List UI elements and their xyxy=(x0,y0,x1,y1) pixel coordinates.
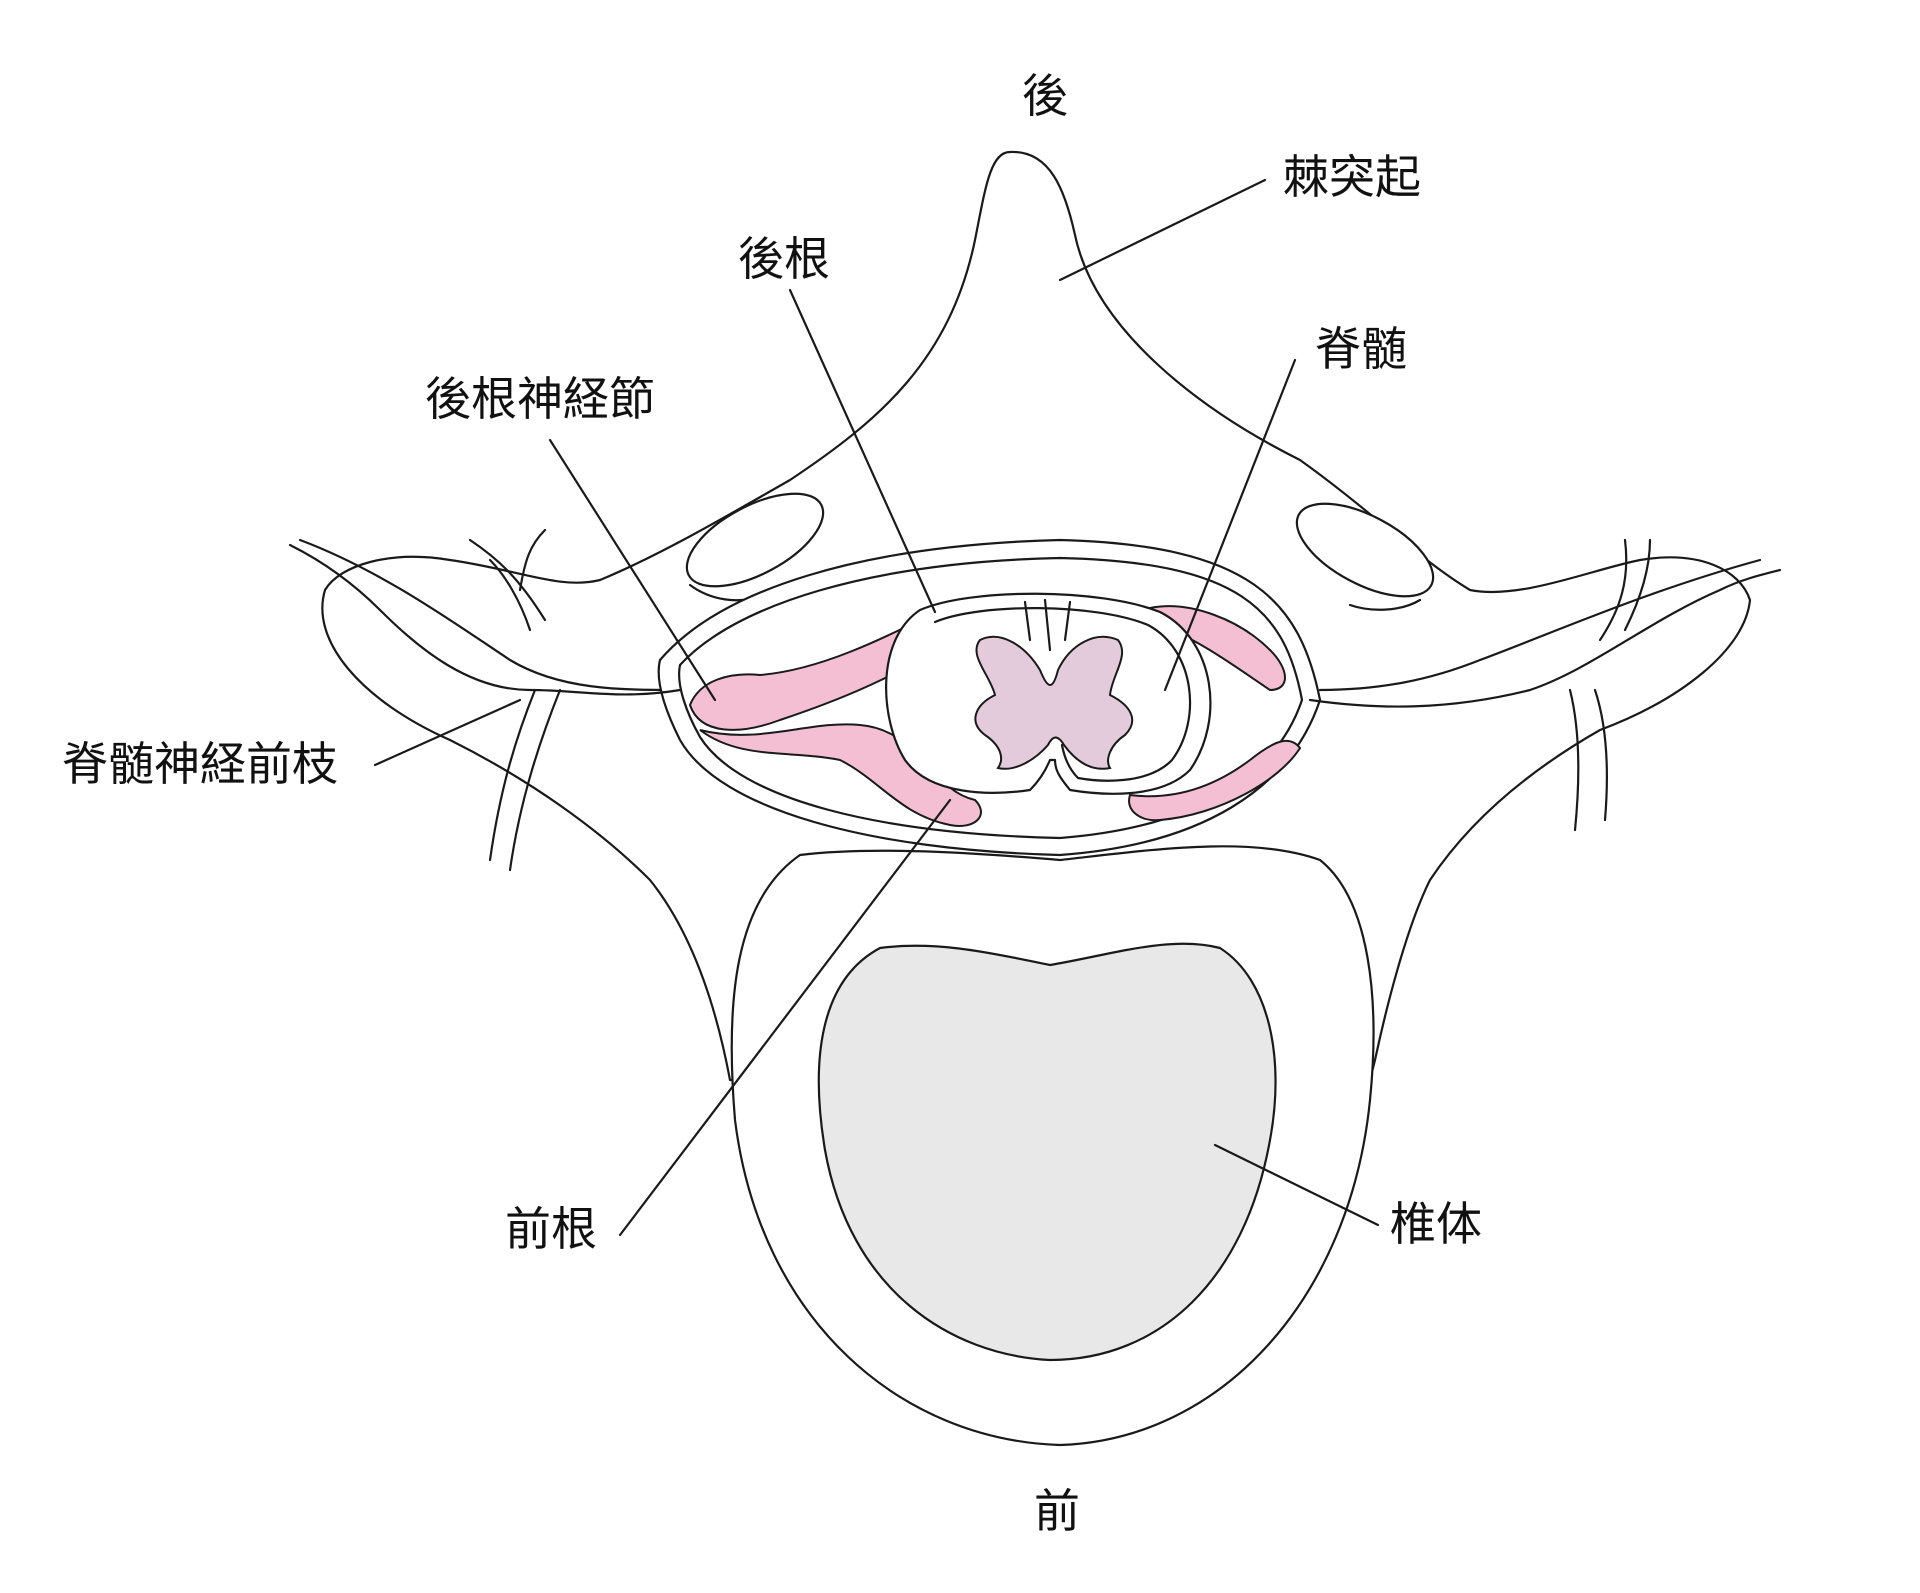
dorsal-ramus-left xyxy=(468,528,547,632)
posterior-fissure-lines xyxy=(1023,598,1072,652)
label-dorsal-root-ganglion: 後根神経節 xyxy=(425,372,655,426)
ventral-ramus-left-branch xyxy=(488,688,562,872)
leader-vertebral-body xyxy=(1213,1143,1380,1227)
leader-ventral-ramus xyxy=(373,698,522,767)
leader-dorsal-root xyxy=(788,288,937,614)
label-vertebral-body: 椎体 xyxy=(1390,1197,1482,1251)
transverse-process-right-line xyxy=(1318,558,1762,692)
spinal-nerve-right xyxy=(1308,568,1782,708)
vertebral-body-inner xyxy=(817,942,1277,1362)
leader-dorsal-root-ganglion xyxy=(548,438,717,702)
label-ventral-ramus: 脊髄神経前枝 xyxy=(62,737,338,791)
label-spinal-cord: 脊髄 xyxy=(1315,322,1407,376)
leader-spinal-cord xyxy=(1163,358,1297,692)
facet-joint-right xyxy=(1295,502,1435,611)
ventral-ramus-right-branch xyxy=(1568,688,1609,832)
leader-spinous-process xyxy=(1058,178,1267,282)
gray-matter xyxy=(974,635,1134,770)
transverse-process-left-line xyxy=(298,538,682,692)
spinal-nerve-left xyxy=(288,543,682,696)
spinal-cord-pia xyxy=(933,607,1192,782)
facet-joint-left xyxy=(685,492,825,602)
leader-ventral-root xyxy=(618,798,952,1237)
label-ventral-root: 前根 xyxy=(505,1202,597,1256)
label-posterior: 後 xyxy=(1022,69,1068,123)
dorsal-ramus-right xyxy=(1598,538,1652,642)
ventral-root-right xyxy=(1128,739,1302,822)
label-spinous-process: 棘突起 xyxy=(1283,150,1421,204)
label-dorsal-root: 後根 xyxy=(738,232,830,286)
label-anterior: 前 xyxy=(1034,1484,1080,1538)
